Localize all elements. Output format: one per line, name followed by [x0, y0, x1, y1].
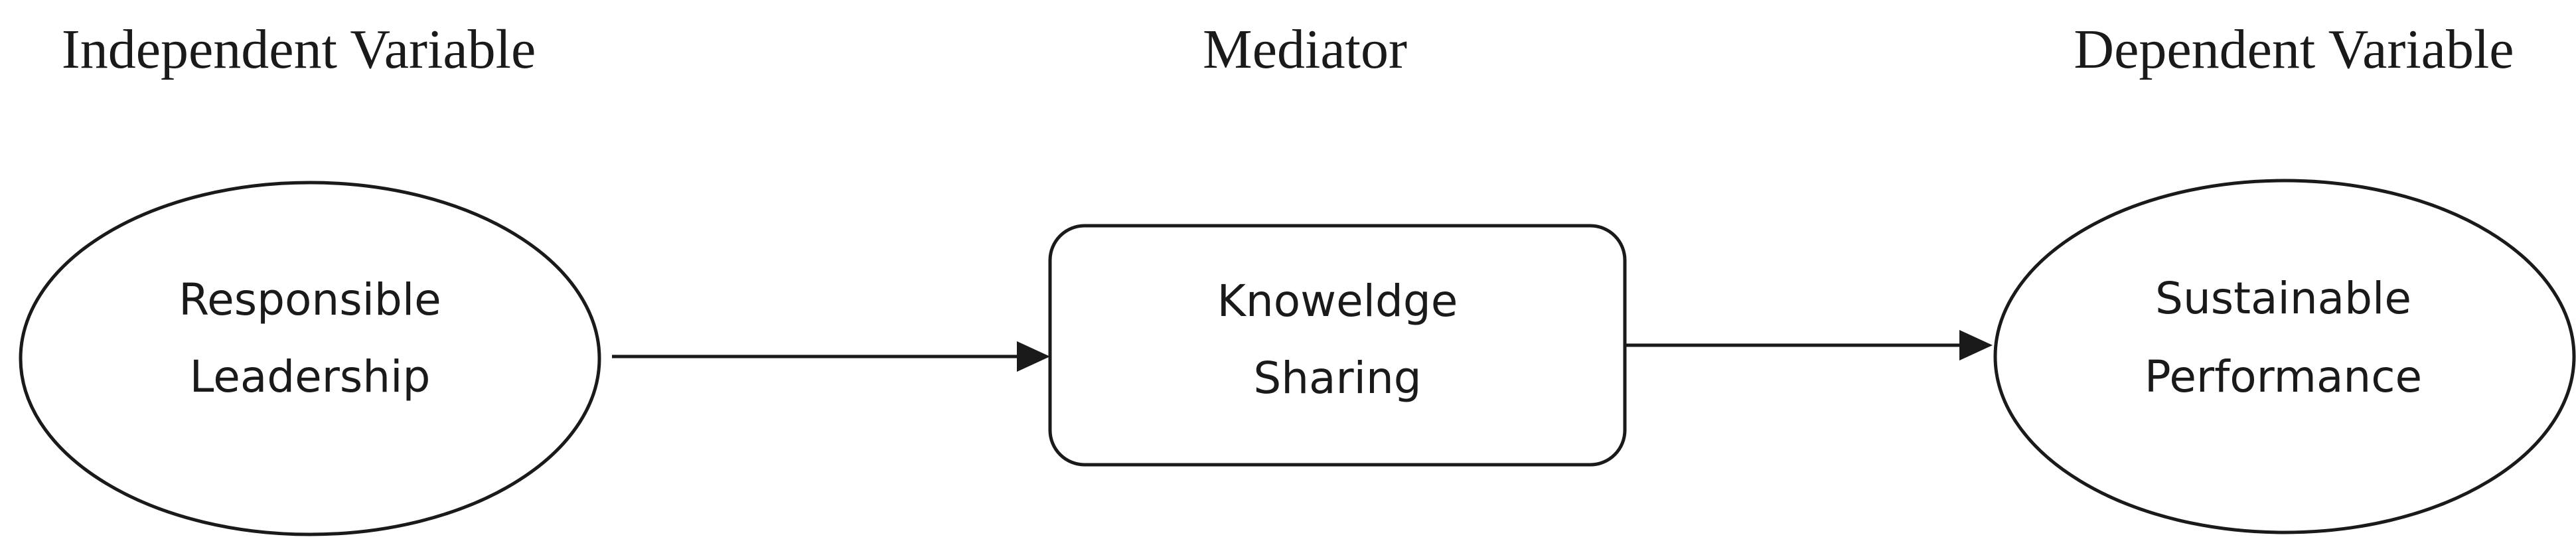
arrow-leadership-to-sharing	[612, 341, 1050, 372]
node-label-line-1: Knoweldge	[1217, 276, 1458, 327]
node-responsible-leadership: Responsible Leadership	[19, 181, 601, 536]
node-label-line-2: Sharing	[1253, 353, 1421, 404]
node-knowledge-sharing: Knoweldge Sharing	[1048, 224, 1627, 467]
heading-independent-variable: Independent Variable	[62, 19, 536, 80]
node-label-line-1: Responsible	[179, 274, 441, 325]
heading-mediator: Mediator	[1203, 19, 1407, 80]
node-label-line-2: Performance	[2145, 351, 2422, 402]
ellipse-shape	[19, 181, 601, 536]
arrowhead-icon	[1959, 330, 1993, 360]
rounded-rectangle-shape	[1048, 224, 1627, 467]
arrowhead-icon	[1017, 341, 1050, 372]
node-label-line-1: Sustainable	[2155, 273, 2411, 324]
node-sustainable-performance: Sustainable Performance	[1993, 179, 2576, 534]
heading-dependent-variable: Dependent Variable	[2074, 19, 2514, 80]
ellipse-shape	[1993, 179, 2576, 534]
arrow-sharing-to-performance	[1626, 330, 1993, 360]
node-label-line-2: Leadership	[190, 351, 431, 402]
